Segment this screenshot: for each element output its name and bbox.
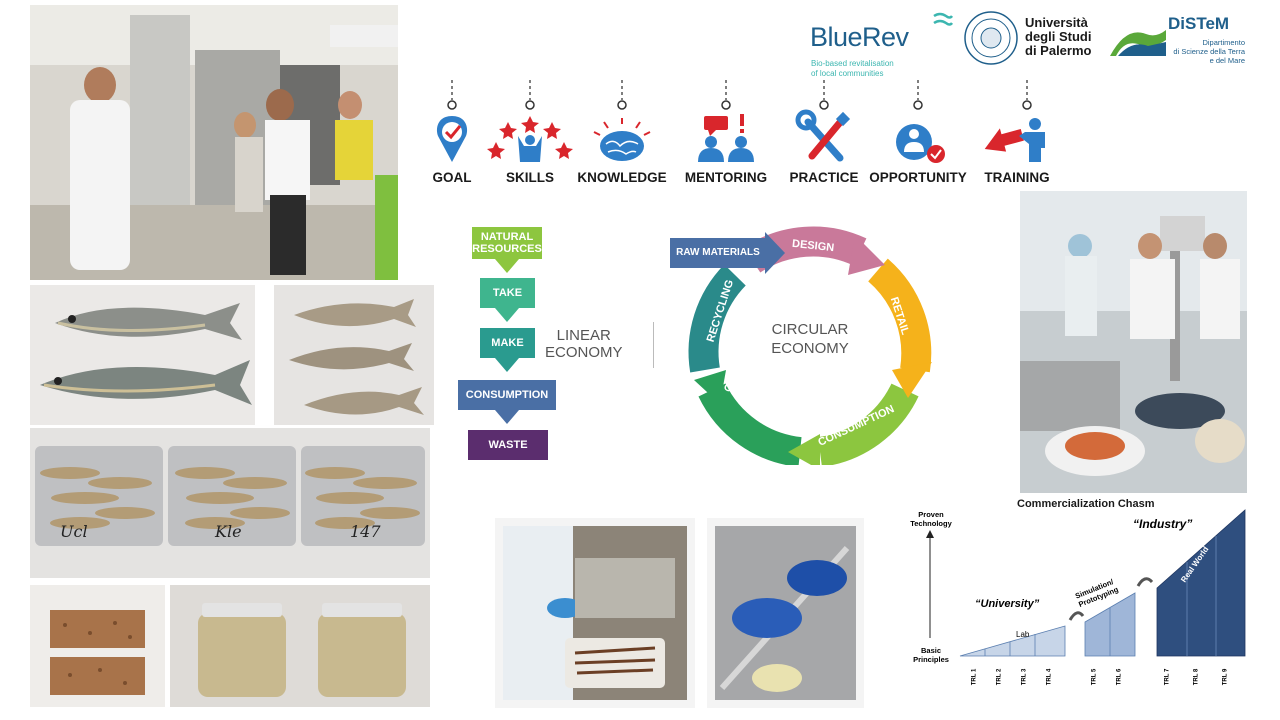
distem-logo: DiSTeM Dipartimento di Scienze della Ter… (1108, 14, 1248, 74)
tray-label-1: Ucl (60, 522, 88, 541)
distem-wave-icon (1108, 20, 1168, 65)
circular-economy-title: CIRCULAR ECONOMY (755, 320, 865, 358)
linear-step-consumption: CONSUMPTION (458, 380, 556, 410)
skill-practice: PRACTICE (774, 78, 874, 188)
zone-university-label: “University” (975, 598, 1040, 610)
tray-label-2: Kle (215, 522, 242, 541)
bluerev-mark-icon (932, 12, 954, 37)
teacher-arrow-icon (984, 80, 1045, 162)
trl-label: TRL 6 (1116, 668, 1123, 686)
distem-sub-1: Dipartimento (1202, 38, 1245, 47)
distem-name: DiSTeM (1168, 14, 1230, 33)
circular-title-2: ECONOMY (771, 340, 849, 357)
arrow-down-icon (495, 259, 519, 273)
distem-sub-2: di Scienze della Terra (1173, 47, 1245, 56)
lab-visit-photo (30, 5, 398, 280)
location-pin-check-icon (436, 80, 468, 162)
trl-label: TRL 7 (1164, 668, 1171, 686)
divider (653, 322, 654, 368)
skill-skills: SKILLS (480, 78, 580, 188)
trl-label: TRL 3 (1021, 668, 1028, 686)
skill-label: OPPORTUNITY (869, 170, 967, 185)
skill-label: GOAL (432, 170, 472, 185)
bluerev-tagline-1: Bio-based revitalisation (811, 59, 894, 68)
trl-label: TRL 2 (996, 668, 1003, 686)
linear-step-take: TAKE (480, 278, 535, 308)
fish-processing-photo (495, 518, 695, 708)
unipa-logo: Università degli Studi di Palermo (963, 10, 1103, 70)
trl-chart (926, 509, 1246, 657)
skill-opportunity: OPPORTUNITY (868, 78, 968, 188)
trl-label: TRL 1 (971, 668, 978, 686)
people-speech-icon (698, 80, 754, 162)
circular-economy-ring (670, 226, 932, 465)
linear-economy-title: LINEAR ECONOMY (545, 327, 623, 361)
bluerev-name: BlueRev (810, 22, 909, 52)
ring-segment-recycling (688, 264, 747, 373)
linear-title-1: LINEAR (556, 327, 611, 344)
fish-trays-photo: Ucl Kle 147 (30, 428, 430, 578)
skill-knowledge: KNOWLEDGE (572, 78, 672, 188)
skill-label: TRAINING (984, 170, 1050, 185)
arrow-down-icon (495, 358, 519, 372)
arrow-down-icon (495, 308, 519, 322)
distem-sub-3: e del Mare (1209, 56, 1245, 65)
person-stars-icon (487, 80, 573, 162)
linear-step-make: MAKE (480, 328, 535, 358)
y-label-bottom: Basic Principles (913, 646, 949, 664)
dried-fish-photo (274, 285, 434, 425)
circular-title-1: CIRCULAR (771, 321, 849, 338)
trl-chart-title: Commercialization Chasm (1017, 498, 1155, 510)
linear-step-waste: WASTE (468, 430, 548, 460)
brain-icon (593, 80, 651, 161)
bluerev-logo: BlueRev Bio-based revitalisation of loca… (810, 10, 954, 80)
fish-packets-photo (30, 585, 165, 707)
raw-materials-label: RAW MATERIALS (676, 247, 760, 258)
ring-segment-retail (867, 258, 932, 373)
trl-label: TRL 9 (1222, 668, 1229, 686)
canning-machine-photo (707, 518, 864, 708)
unipa-line-3: di Palermo (1025, 43, 1092, 58)
linear-step-natural-resources: NATURAL RESOURCES (472, 227, 542, 259)
linear-title-2: ECONOMY (545, 344, 623, 361)
skill-label: SKILLS (505, 170, 554, 185)
skill-label: KNOWLEDGE (577, 170, 667, 185)
bluerev-tagline-2: of local communities (811, 69, 884, 78)
skill-goal: GOAL (402, 78, 502, 188)
fresh-fish-photo (30, 285, 255, 425)
skill-mentoring: MENTORING (676, 78, 776, 188)
unipa-line-2: degli Studi (1025, 29, 1092, 44)
seafood-lab-photo (1020, 191, 1247, 493)
trl-label: TRL 4 (1046, 668, 1053, 686)
tray-label-3: 147 (350, 522, 381, 541)
skill-training: TRAINING (967, 78, 1067, 188)
fish-jars-photo (170, 585, 430, 707)
ring-segment-consumption (817, 383, 919, 465)
trl-label: TRL 8 (1193, 668, 1200, 686)
trl-label: TRL 5 (1091, 668, 1098, 686)
skill-label: PRACTICE (789, 170, 859, 185)
person-check-icon (896, 80, 945, 163)
arrow-down-icon (495, 410, 519, 424)
skill-label: MENTORING (684, 170, 768, 185)
wrench-screwdriver-icon (795, 80, 851, 162)
unipa-line-1: Università (1025, 15, 1088, 30)
y-label-top: Proven Technology (910, 510, 952, 528)
zone-lab-label: Lab (1016, 630, 1030, 639)
unipa-seal-icon (963, 10, 1019, 71)
trl-axis-labels: TRL 1 TRL 2 TRL 3 TRL 4 TRL 5 TRL 6 TRL … (962, 664, 1252, 704)
zone-industry-label: “Industry” (1133, 517, 1193, 531)
